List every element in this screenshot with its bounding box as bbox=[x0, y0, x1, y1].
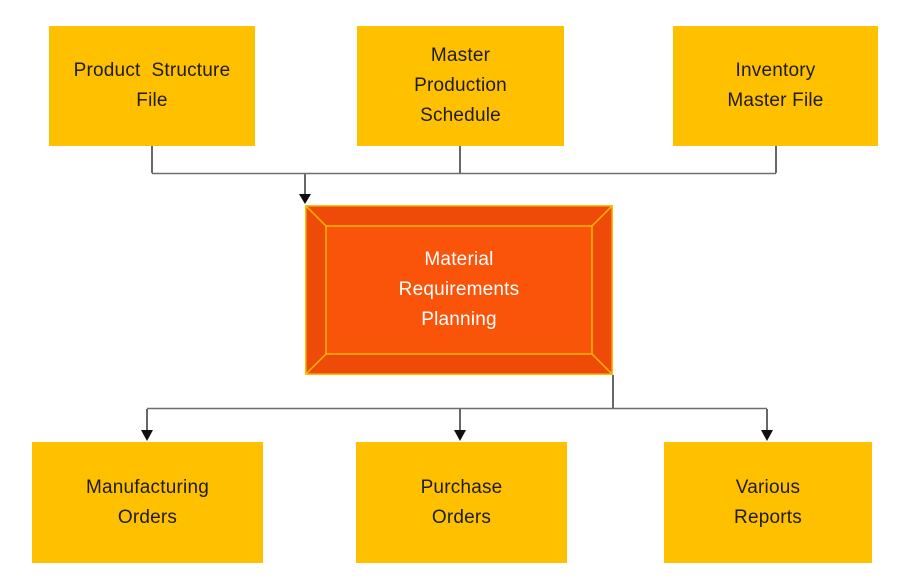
mrp-bevel-diagonals bbox=[305, 205, 613, 375]
mrp-bevel-diagonal-bl bbox=[305, 353, 327, 375]
node-inventory-master-file-label: Inventory Master File bbox=[727, 60, 824, 111]
arrowhead-into-mrp bbox=[299, 194, 311, 204]
node-material-requirements-planning-label: Material Requirements Planning bbox=[398, 249, 520, 330]
node-material-requirements-planning: Material Requirements Planning bbox=[305, 205, 613, 375]
node-product-structure-file-label: Product Structure File bbox=[73, 60, 231, 111]
mrp-bevel-frame bbox=[305, 205, 613, 375]
node-purchase-orders: Purchase Orders bbox=[356, 442, 567, 563]
node-manufacturing-orders: Manufacturing Orders bbox=[32, 442, 263, 563]
node-manufacturing-orders-label: Manufacturing Orders bbox=[85, 476, 209, 528]
mrp-bevel-diagonal-tr bbox=[591, 205, 613, 227]
arrowhead-po bbox=[454, 430, 466, 441]
node-purchase-orders-label: Purchase Orders bbox=[420, 476, 503, 528]
node-master-production-schedule: Master Production Schedule bbox=[357, 26, 564, 146]
node-master-production-schedule-label: Master Production Schedule bbox=[414, 45, 507, 126]
mrp-inner-rect bbox=[325, 225, 593, 355]
arrowhead-vr bbox=[761, 430, 773, 441]
node-product-structure-file: Product Structure File bbox=[49, 26, 255, 146]
mrp-bevel-diagonal-tl bbox=[305, 205, 327, 227]
node-various-reports-label: Various Reports bbox=[734, 476, 802, 528]
node-various-reports: Various Reports bbox=[664, 442, 872, 563]
node-inventory-master-file: Inventory Master File bbox=[673, 26, 878, 146]
arrowhead-mo bbox=[141, 430, 153, 441]
mrp-bevel-diagonal-br bbox=[591, 353, 613, 375]
